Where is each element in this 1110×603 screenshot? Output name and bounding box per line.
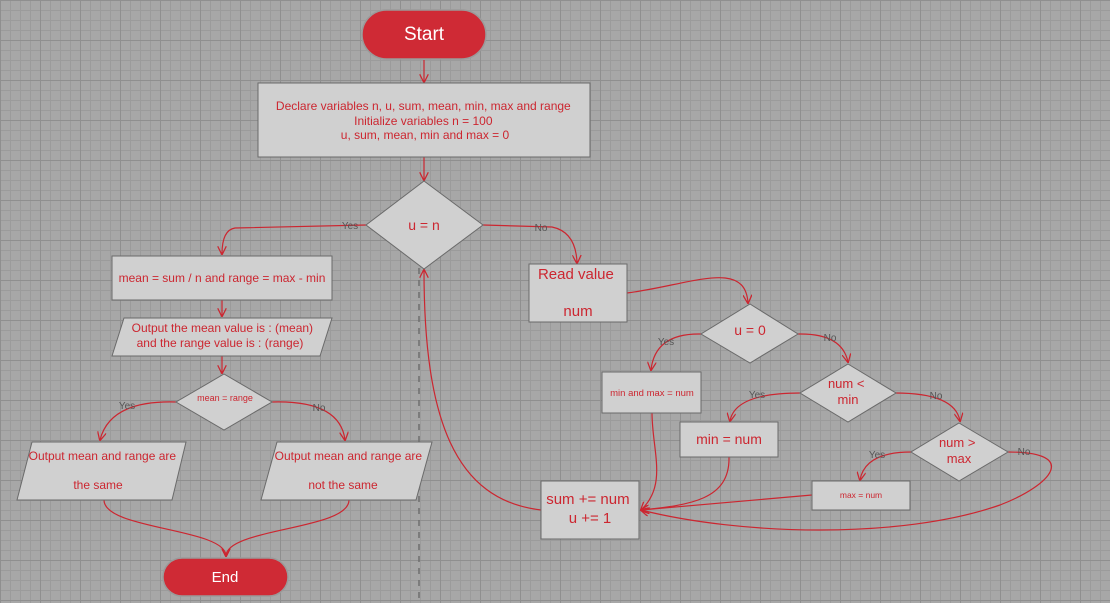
edge-meanrange-no <box>271 401 345 440</box>
edge-u0-no <box>797 333 848 362</box>
min-assign-label: min = num <box>696 431 762 447</box>
decision-num-max-text: num > max <box>939 435 979 466</box>
label-no-num-max: No <box>1018 447 1031 458</box>
decision-u-n-label: u = n <box>408 217 440 233</box>
edge-read-u0 <box>626 277 748 303</box>
edge-notsame-end <box>226 499 350 556</box>
compute-mean-range[interactable]: mean = sum / n and range = max - min <box>111 255 333 301</box>
label-yes-num-max: Yes <box>869 450 885 461</box>
edge-nummin-yes <box>730 392 801 421</box>
read-value-text: Read value num <box>538 266 618 320</box>
edge-meanrange-yes <box>100 401 177 440</box>
update-sum-counter[interactable]: sum += num u += 1 <box>540 480 640 540</box>
start-node[interactable]: Start <box>361 9 487 60</box>
edge-nummax-yes <box>860 451 912 480</box>
edge-decision-yes-compute <box>222 224 367 254</box>
decision-u-equals-n[interactable]: u = n <box>365 180 484 270</box>
min-max-assign-label: min and max = num <box>610 388 694 399</box>
max-assign-label: max = num <box>840 490 882 500</box>
label-no-mean-range: No <box>313 403 326 414</box>
declare-process[interactable]: Declare variables n, u, sum, mean, min, … <box>257 82 591 158</box>
output-mean-range[interactable]: Output the mean value is : (mean) and th… <box>111 317 333 357</box>
edge-decision-no-read <box>482 224 577 263</box>
output-mean-text: Output the mean value is : (mean) and th… <box>132 321 317 350</box>
read-value-process[interactable]: Read value num <box>528 263 628 323</box>
edge-nummax-no <box>641 451 1053 531</box>
edge-same-end <box>103 499 226 556</box>
min-assign[interactable]: min = num <box>679 421 779 458</box>
end-label: End <box>212 569 239 586</box>
edge-max-update <box>641 494 813 510</box>
declare-text: Declare variables n, u, sum, mean, min, … <box>276 99 574 142</box>
decision-u-equals-0[interactable]: u = 0 <box>700 303 799 364</box>
compute-label: mean = sum / n and range = max - min <box>119 271 326 285</box>
label-yes-num-min: Yes <box>749 390 765 401</box>
update-text: sum += num u += 1 <box>546 491 634 527</box>
decision-mean-range-label: mean = range <box>197 393 253 403</box>
label-yes-u-n: Yes <box>342 221 358 232</box>
label-no-u-n: No <box>535 223 548 234</box>
min-max-assign[interactable]: min and max = num <box>601 371 702 414</box>
decision-mean-equals-range[interactable]: mean = range <box>175 373 273 431</box>
output-same[interactable]: Output mean and range are the same <box>16 441 187 501</box>
edge-minmax-update <box>641 412 658 510</box>
label-yes-mean-range: Yes <box>119 401 135 412</box>
edges <box>100 60 1053 556</box>
output-not-same-text: Output mean and range are not the same <box>275 449 426 492</box>
label-no-num-min: No <box>930 391 943 402</box>
decision-num-greater-max[interactable]: num > max <box>910 422 1009 482</box>
start-label: Start <box>404 24 445 45</box>
edge-u0-yes <box>651 333 702 370</box>
label-yes-u-0: Yes <box>658 337 674 348</box>
output-not-same[interactable]: Output mean and range are not the same <box>260 441 433 501</box>
decision-num-less-min[interactable]: num < min <box>799 363 897 423</box>
decision-num-min-text: num < min <box>828 376 868 407</box>
max-assign[interactable]: max = num <box>811 480 911 511</box>
label-no-u-0: No <box>824 333 837 344</box>
end-node[interactable]: End <box>162 557 289 597</box>
edge-nummin-no <box>894 392 960 421</box>
edge-update-loop <box>424 270 542 511</box>
output-same-text: Output mean and range are the same <box>29 449 180 492</box>
edge-min-update <box>641 456 730 510</box>
decision-u-0-label: u = 0 <box>734 322 766 338</box>
edge-labels: Yes No Yes No Yes No Yes No Yes No <box>119 221 1031 461</box>
